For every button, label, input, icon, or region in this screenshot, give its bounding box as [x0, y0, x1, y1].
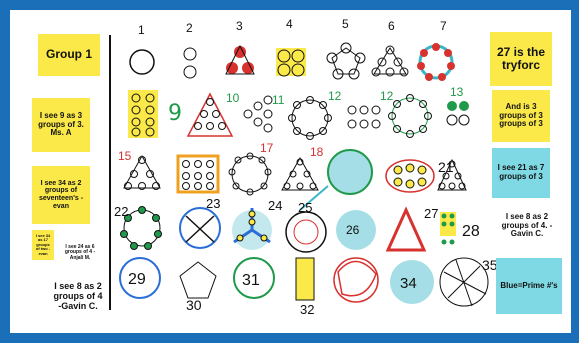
note-3-groups[interactable]: And is 3 groups of 3 groups of 3 — [492, 90, 550, 142]
pattern-21: 21 — [386, 159, 454, 192]
svg-text:25: 25 — [298, 200, 312, 215]
pattern-11: 11 — [244, 93, 285, 132]
svg-text:3: 3 — [236, 19, 243, 33]
pattern-1: 1 — [130, 23, 154, 74]
svg-text:34: 34 — [400, 275, 417, 292]
pattern-29: 28 — [440, 212, 480, 245]
note-3-groups-text: And is 3 groups of 3 groups of 3 — [494, 103, 548, 129]
pattern-13-cluster: 13 — [447, 85, 469, 125]
note-9-groups[interactable]: I see 9 as 3 groups of 3. Ms. A — [32, 98, 90, 152]
note-9-text: I see 9 as 3 groups of 3. Ms. A — [34, 112, 88, 138]
note-24-groups[interactable]: I see 24 as 6 groups of 4 -Anjali M. — [58, 236, 102, 270]
note-34-seventeens[interactable]: I see 34 as 2 groups of seventeen's -eva… — [32, 166, 90, 224]
note-8-right[interactable]: I see 8 as 2 groups of 4. -Gavin C. — [498, 200, 556, 252]
pattern-3: 3 — [226, 19, 254, 74]
pattern-25: 24 — [232, 198, 282, 250]
note-24-text: I see 24 as 6 groups of 4 -Anjali M. — [60, 245, 100, 262]
pattern-13-ring — [389, 95, 432, 138]
pattern-7: 7 — [417, 19, 455, 81]
svg-text:26: 26 — [346, 223, 360, 237]
pattern-24: 23 — [180, 196, 220, 248]
svg-text:15: 15 — [118, 149, 132, 163]
svg-text:11: 11 — [272, 93, 285, 107]
note-34-text: I see 34 as 2 groups of seventeen's -eva… — [34, 180, 88, 211]
svg-text:12: 12 — [380, 89, 394, 103]
svg-text:22: 22 — [114, 204, 128, 219]
pattern-35: 35 — [440, 257, 498, 306]
pattern-2: 2 — [184, 21, 196, 78]
svg-text:32: 32 — [300, 302, 314, 317]
pattern-23: 22 — [114, 204, 162, 250]
pattern-12-grid: 12 — [348, 89, 394, 128]
svg-text:13: 13 — [450, 85, 464, 99]
svg-text:18: 18 — [310, 145, 324, 159]
svg-text:31: 31 — [242, 272, 260, 289]
note-21-text: I see 21 as 7 groups of 3 — [494, 164, 548, 182]
svg-text:6: 6 — [388, 19, 395, 33]
group-title-text: Group 1 — [46, 48, 92, 61]
pattern-29-ring: 29 — [120, 258, 160, 298]
svg-text:7: 7 — [440, 19, 447, 33]
svg-text:10: 10 — [226, 91, 240, 105]
note-34-small-text: I see 34 as 17 groups of two -evan — [34, 234, 52, 256]
pattern-6: 6 — [372, 19, 408, 76]
pattern-34: 34 — [390, 260, 434, 304]
svg-text:5: 5 — [342, 17, 349, 31]
note-8-left[interactable]: I see 8 as 2 groups of 4 -Gavin C. — [50, 270, 106, 324]
svg-text:29: 29 — [128, 271, 146, 288]
pattern-27: 26 — [336, 210, 376, 250]
pattern-28: 27 — [388, 206, 438, 250]
pattern-16 — [178, 156, 218, 192]
svg-text:2: 2 — [186, 21, 193, 35]
note-8-right-text: I see 8 as 2 groups of 4. -Gavin C. — [500, 213, 554, 239]
note-blue-prime[interactable]: Blue=Prime #'s — [496, 258, 562, 314]
pattern-33 — [334, 258, 378, 302]
note-34-small[interactable]: I see 34 as 17 groups of two -evan — [32, 230, 54, 260]
svg-text:1: 1 — [138, 23, 145, 37]
note-27-text: 27 is the tryforc — [492, 46, 550, 72]
group-title-note[interactable]: Group 1 — [38, 34, 100, 76]
svg-text:17: 17 — [260, 141, 274, 155]
note-21-groups[interactable]: I see 21 as 7 groups of 3 — [492, 148, 550, 198]
pattern-9: 9 — [128, 90, 182, 138]
whiteboard-canvas[interactable]: 1 2 3 4 5 — [10, 10, 571, 333]
note-blue-text: Blue=Prime #'s — [500, 282, 557, 291]
pattern-26: 25 — [286, 200, 326, 252]
pattern-18: 18 — [282, 145, 324, 190]
svg-text:9: 9 — [168, 101, 182, 126]
note-8-left-text: I see 8 as 2 groups of 4 -Gavin C. — [52, 282, 104, 312]
svg-text:4: 4 — [286, 17, 293, 31]
note-27-tryforc[interactable]: 27 is the tryforc — [490, 32, 552, 86]
svg-text:28: 28 — [462, 223, 480, 240]
pattern-5: 5 — [327, 17, 365, 79]
svg-text:24: 24 — [268, 198, 282, 213]
pattern-32: 32 — [296, 258, 314, 317]
svg-text:30: 30 — [186, 297, 202, 313]
pattern-10: 10 — [188, 91, 240, 136]
svg-text:27: 27 — [424, 206, 438, 221]
pattern-4: 4 — [276, 17, 306, 76]
pattern-30: 30 — [180, 262, 216, 313]
pattern-15: 15 — [118, 149, 160, 190]
pattern-31: 31 — [234, 258, 274, 298]
svg-text:23: 23 — [206, 196, 220, 211]
svg-text:12: 12 — [328, 89, 342, 103]
pattern-17: 17 — [229, 141, 274, 195]
pattern-12-ring: 12 — [289, 89, 342, 140]
